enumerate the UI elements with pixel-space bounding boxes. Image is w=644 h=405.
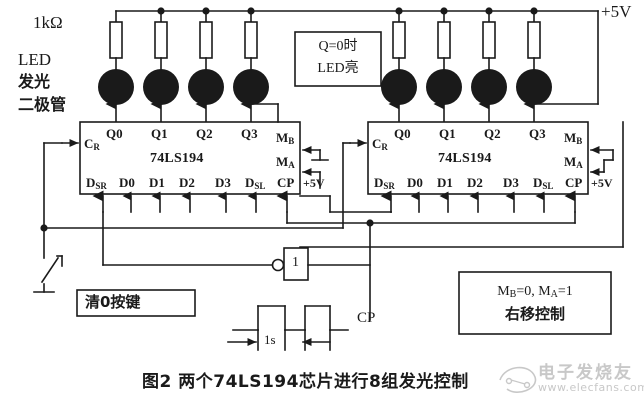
led-legend-label: LED bbox=[18, 50, 52, 69]
chip-left-dsr: DSR bbox=[86, 175, 107, 191]
junction-dot bbox=[395, 7, 403, 15]
led bbox=[426, 69, 462, 105]
chip-left-d0: D0 bbox=[119, 175, 135, 190]
resistor bbox=[392, 21, 406, 59]
led-legend-line3: 二极管 bbox=[18, 95, 67, 114]
resistor bbox=[199, 21, 213, 59]
mode-note-box bbox=[458, 271, 612, 335]
resistor bbox=[154, 21, 168, 59]
led bbox=[233, 69, 269, 105]
led-note-line2: LED亮 bbox=[317, 61, 359, 76]
clear-pin-label: C bbox=[84, 136, 94, 151]
junction-dot bbox=[485, 7, 493, 15]
chip-right-name: 74LS194 bbox=[438, 151, 492, 166]
junction-dot bbox=[440, 7, 448, 15]
junction-dot bbox=[247, 7, 255, 15]
led bbox=[516, 69, 552, 105]
junction-dot bbox=[530, 7, 538, 15]
chip-right-mode-a: MA bbox=[564, 154, 583, 170]
chip-right-dsr: DSR bbox=[374, 175, 395, 191]
led bbox=[98, 69, 134, 105]
chip-right-clear-pin: CR bbox=[372, 136, 388, 152]
clock-signal-label: CP bbox=[357, 310, 376, 326]
clear-button-label: 清0按键 bbox=[85, 293, 141, 311]
led bbox=[143, 69, 179, 105]
led-note-box bbox=[294, 31, 382, 87]
chip-left-name: 74LS194 bbox=[150, 151, 204, 166]
chip-right-q1: Q1 bbox=[439, 126, 456, 141]
chip-right-q0: Q0 bbox=[394, 126, 411, 141]
chip-right-cp: CP bbox=[565, 175, 583, 190]
vcc-rail-label: +5V bbox=[601, 2, 632, 21]
chip-left-body bbox=[79, 121, 301, 195]
chip-left-d1: D1 bbox=[149, 175, 165, 190]
chip-right-d2: D2 bbox=[467, 175, 483, 190]
chip-right-vcc-label: +5V bbox=[591, 176, 613, 190]
chip-left-q2: Q2 bbox=[196, 126, 213, 141]
clock-waveform bbox=[232, 305, 349, 331]
chip-right-d0: D0 bbox=[407, 175, 423, 190]
chip-right-body bbox=[367, 121, 589, 195]
clock-period-label: 1s bbox=[264, 332, 276, 347]
led bbox=[471, 69, 507, 105]
inverter-bubble bbox=[271, 258, 285, 272]
led-legend-line2: 发光 bbox=[18, 72, 51, 91]
resistor bbox=[527, 21, 541, 59]
switch-note-box bbox=[76, 289, 196, 317]
resistor bbox=[109, 21, 123, 59]
clear-pin-sub: R bbox=[93, 142, 100, 152]
chip-left-dsl: DSL bbox=[245, 175, 266, 191]
chip-right-q3: Q3 bbox=[529, 126, 546, 141]
figure-caption: 图2 两个74LS194芯片进行8组发光控制 bbox=[142, 372, 469, 392]
chip-right-d3: D3 bbox=[503, 175, 519, 190]
resistor-value-label: 1kΩ bbox=[33, 13, 63, 32]
chip-right-q2: Q2 bbox=[484, 126, 501, 141]
chip-left-mode-a: MA bbox=[276, 154, 295, 170]
resistor bbox=[437, 21, 451, 59]
chip-right-d1: D1 bbox=[437, 175, 453, 190]
chip-left-cp: CP bbox=[277, 175, 295, 190]
chip-left-clear-pin: CR bbox=[84, 137, 100, 152]
inverter-label: 1 bbox=[292, 255, 299, 270]
chip-left-q0: Q0 bbox=[106, 126, 123, 141]
watermark-logo-icon bbox=[499, 366, 537, 393]
switch-lever bbox=[40, 256, 60, 284]
mode-note-line2: 右移控制 bbox=[504, 305, 565, 323]
led bbox=[188, 69, 224, 105]
chip-right-mode-b: MB bbox=[564, 130, 583, 146]
chip-left-q1: Q1 bbox=[151, 126, 168, 141]
resistor bbox=[244, 21, 258, 59]
chip-left-vcc-label: +5V bbox=[303, 176, 325, 190]
junction-dot bbox=[202, 7, 210, 15]
resistor bbox=[482, 21, 496, 59]
mode-note-line1: MB=0, MA=1 bbox=[497, 284, 573, 300]
chip-right-dsl: DSL bbox=[533, 175, 554, 191]
inverter-body bbox=[283, 247, 309, 281]
junction-dot bbox=[157, 7, 165, 15]
chip-left-d2: D2 bbox=[179, 175, 195, 190]
chip-left-mode-b: MB bbox=[276, 130, 295, 146]
led-note-line1: Q=0时 bbox=[318, 39, 358, 54]
chip-left-d3: D3 bbox=[215, 175, 231, 190]
chip-left-q3: Q3 bbox=[241, 126, 258, 141]
led bbox=[381, 69, 417, 105]
